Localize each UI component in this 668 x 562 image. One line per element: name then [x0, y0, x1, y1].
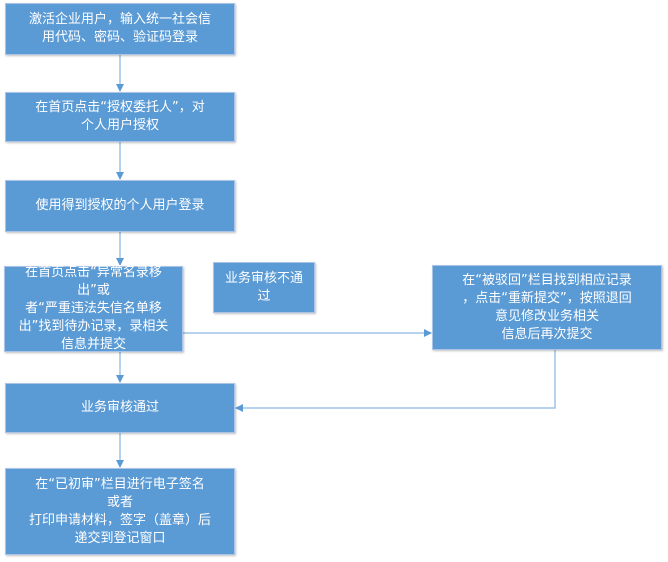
step-text: 业务审核不通过	[224, 270, 303, 304]
step-sign-submit: 在“已初审”栏目进行电子签名 或者 打印申请材料，签字（盖章）后 递交到登记窗口	[5, 468, 235, 555]
step-text: 出”找到待办记录，录相关	[18, 319, 169, 334]
step-review-approved: 业务审核通过	[5, 383, 235, 433]
step-text: 激活企业用户，输入统一社会信	[28, 12, 211, 27]
step-text: 在首页点击“异常名录移出”或	[25, 265, 162, 298]
step-submit-removal: 在首页点击“异常名录移出”或 者“严重违法失信名单移 出”找到待办记录，录相关 …	[4, 265, 183, 352]
step-resubmit: 在“被驳回”栏目找到相应记录 ，点击“重新提交”，按照退回 意见修改业务相关 信…	[432, 265, 662, 350]
arrow-6-7	[235, 349, 556, 412]
step-text: ，点击“重新提交”，按照退回	[462, 290, 632, 306]
step-text: 在“被驳回”栏目找到相应记录	[462, 272, 632, 288]
step-text: 意见修改业务相关	[494, 308, 599, 324]
step-text: 信息并提交	[60, 337, 126, 352]
step-text: 用代码、密码、验证码登录	[41, 30, 198, 45]
step-text: 个人用户授权	[80, 118, 159, 133]
step-text: 者“严重违法失信名单移	[25, 301, 162, 316]
step-authorize-delegate: 在首页点击“授权委托人”，对 个人用户授权	[5, 92, 235, 142]
step-text: 在首页点击“授权委托人”，对	[35, 100, 205, 115]
step-personal-login: 使用得到授权的个人用户登录	[5, 180, 235, 232]
step-review-rejected: 业务审核不通过	[213, 262, 315, 313]
step-text: 业务审核通过	[80, 400, 159, 415]
step-text: 信息后再次提交	[501, 326, 593, 342]
step-text: 打印申请材料，签字（盖章）后	[28, 512, 211, 528]
step-text: 或者	[106, 494, 133, 510]
step-text: 使用得到授权的个人用户登录	[35, 198, 205, 213]
step-text: 在“已初审”栏目进行电子签名	[35, 476, 205, 492]
step-activate-login: 激活企业用户，输入统一社会信 用代码、密码、验证码登录	[5, 3, 235, 55]
step-text: 递交到登记窗口	[74, 530, 166, 546]
